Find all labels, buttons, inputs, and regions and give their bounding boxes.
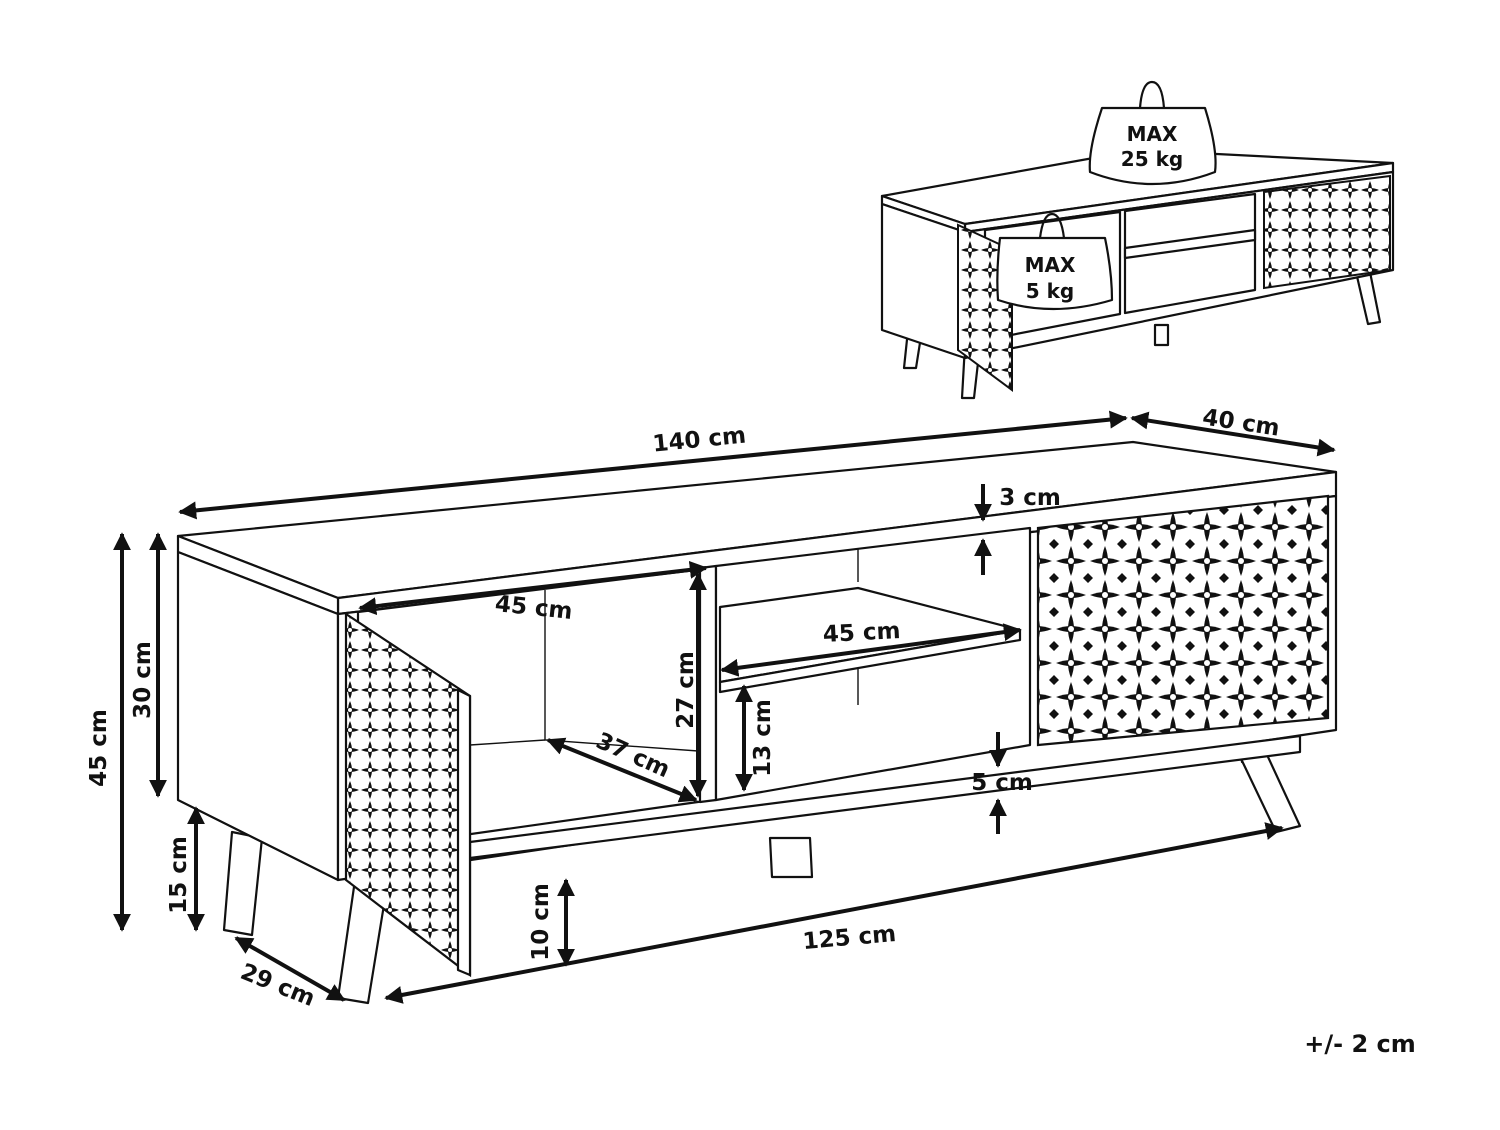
dim-line-leg-span: [384, 822, 1284, 1004]
label-width: 140 cm: [651, 423, 747, 458]
dim-line-width: [178, 410, 1128, 520]
small-shelf: [1123, 228, 1257, 260]
weight-top-label-1: MAX: [1127, 122, 1178, 146]
weight-shelf: [996, 212, 1114, 311]
load-capacity-view: MAX 25 kg MAX 5 kg: [880, 80, 1395, 400]
label-body-height: 30 cm: [130, 641, 156, 719]
dim-line-compartment-depth: [546, 737, 698, 803]
weight-top-label-2: 25 kg: [1121, 147, 1183, 171]
tolerance-note: +/- 2 cm: [1304, 1030, 1415, 1058]
label-clearance: 10 cm: [528, 883, 554, 961]
label-leg-span: 125 cm: [802, 921, 898, 955]
weight-shelf-label-1: MAX: [1025, 253, 1076, 277]
leg-back-middle: [768, 836, 814, 879]
dim-line-compartment-width: [358, 560, 708, 616]
label-depth: 40 cm: [1201, 404, 1282, 441]
dim-line-depth: [1130, 411, 1336, 457]
weight-top-body: [1088, 106, 1217, 186]
weight-shelf-handle: [1038, 212, 1066, 240]
door-right-closed: [1036, 494, 1330, 747]
label-top-thickness: 3 cm: [999, 485, 1061, 511]
dimension-lines: [113, 410, 1336, 1004]
label-compartment-height: 27 cm: [673, 651, 699, 729]
small-door-right: [1263, 174, 1391, 290]
weight-top: MAX 25 kg: [1088, 80, 1217, 186]
label-leg-height: 15 cm: [166, 836, 192, 914]
label-total-height: 45 cm: [86, 709, 112, 787]
dim-line-shelf-width: [720, 623, 1022, 677]
weight-shelf-body: [996, 236, 1114, 311]
leg-back-left: [222, 830, 264, 937]
label-shelf-width: 45 cm: [822, 618, 901, 648]
divider-middle: [698, 564, 718, 804]
label-leg-depth: 29 cm: [237, 959, 319, 1012]
label-base-thickness: 5 cm: [971, 770, 1033, 796]
label-lower-shelf-height: 13 cm: [750, 699, 776, 777]
weight-shelf-label-2: 5 kg: [1026, 279, 1075, 303]
small-compartment-middle: [1123, 192, 1257, 315]
dim-line-leg-depth: [234, 936, 346, 1002]
weight-top-handle: [1138, 80, 1166, 110]
